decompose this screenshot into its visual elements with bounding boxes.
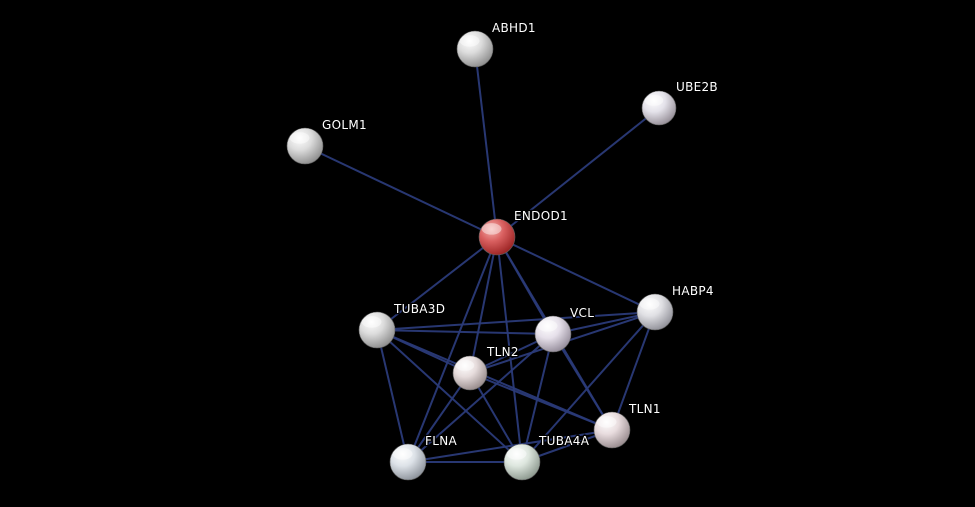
sphere-highlight <box>644 94 664 106</box>
node-sphere-TLN1[interactable] <box>593 411 631 449</box>
node-UBE2B[interactable]: UBE2B <box>641 79 719 126</box>
node-ENDOD1[interactable]: ENDOD1 <box>478 208 569 256</box>
edge-TLN1-FLNA[interactable] <box>407 429 613 463</box>
edges-layer <box>304 48 660 463</box>
edge-TUBA3D-VCL[interactable] <box>376 329 554 335</box>
node-label-HABP4: HABP4 <box>672 284 714 298</box>
edge-ENDOD1-TLN2[interactable] <box>469 236 498 374</box>
sphere-highlight <box>596 416 617 428</box>
edge-VCL-FLNA[interactable] <box>407 333 554 463</box>
node-label-FLNA: FLNA <box>425 434 457 448</box>
edge-TLN2-TLN1[interactable] <box>469 372 613 431</box>
node-label-ENDOD1: ENDOD1 <box>514 209 568 223</box>
node-GOLM1[interactable]: GOLM1 <box>286 117 368 165</box>
node-ABHD1[interactable]: ABHD1 <box>456 20 537 68</box>
node-label-TLN1: TLN1 <box>628 402 661 416</box>
node-sphere-HABP4[interactable] <box>636 293 674 331</box>
sphere-highlight <box>455 359 475 371</box>
node-sphere-TLN2[interactable] <box>452 355 488 391</box>
node-HABP4[interactable]: HABP4 <box>636 283 715 331</box>
node-sphere-TUBA3D[interactable] <box>358 311 396 349</box>
node-sphere-VCL[interactable] <box>534 315 572 353</box>
edge-TUBA3D-FLNA[interactable] <box>376 329 409 463</box>
edge-TUBA3D-TUBA4A[interactable] <box>376 329 523 463</box>
node-label-UBE2B: UBE2B <box>676 80 718 94</box>
sphere-highlight <box>459 35 480 47</box>
node-label-VCL: VCL <box>570 306 594 320</box>
node-label-TLN2: TLN2 <box>486 345 519 359</box>
node-FLNA[interactable]: FLNA <box>389 433 458 481</box>
edge-ENDOD1-UBE2B[interactable] <box>496 107 660 238</box>
node-sphere-GOLM1[interactable] <box>286 127 324 165</box>
node-sphere-ENDOD1[interactable] <box>478 218 516 256</box>
node-label-ABHD1: ABHD1 <box>492 21 536 35</box>
edge-ENDOD1-FLNA[interactable] <box>407 236 498 463</box>
edge-TUBA3D-HABP4[interactable] <box>376 311 656 331</box>
node-label-TUBA4A: TUBA4A <box>538 434 590 448</box>
edge-VCL-TUBA4A[interactable] <box>521 333 554 463</box>
edge-HABP4-TUBA4A[interactable] <box>521 311 656 463</box>
node-sphere-UBE2B[interactable] <box>641 90 677 126</box>
sphere-highlight <box>639 298 660 310</box>
node-TLN2[interactable]: TLN2 <box>452 344 520 391</box>
edge-ENDOD1-TUBA4A[interactable] <box>496 236 523 463</box>
sphere-highlight <box>537 320 558 332</box>
edge-TLN1-HABP4[interactable] <box>611 311 656 431</box>
edge-ENDOD1-ABHD1[interactable] <box>474 48 498 238</box>
sphere-highlight <box>481 223 502 235</box>
node-sphere-ABHD1[interactable] <box>456 30 494 68</box>
sphere-highlight <box>289 132 310 144</box>
edge-ENDOD1-TUBA3D[interactable] <box>376 236 498 331</box>
node-label-TUBA3D: TUBA3D <box>393 302 445 316</box>
edge-ENDOD1-HABP4[interactable] <box>496 236 656 313</box>
node-TLN1[interactable]: TLN1 <box>593 401 662 449</box>
edge-ENDOD1-GOLM1[interactable] <box>304 145 498 238</box>
sphere-highlight <box>361 316 382 328</box>
node-sphere-TUBA4A[interactable] <box>503 443 541 481</box>
node-VCL[interactable]: VCL <box>534 305 595 353</box>
node-TUBA4A[interactable]: TUBA4A <box>503 433 591 481</box>
edge-VCL-TLN1[interactable] <box>552 333 613 431</box>
node-label-GOLM1: GOLM1 <box>322 118 367 132</box>
sphere-highlight <box>392 448 413 460</box>
sphere-highlight <box>506 448 527 460</box>
node-TUBA3D[interactable]: TUBA3D <box>358 301 446 349</box>
node-sphere-FLNA[interactable] <box>389 443 427 481</box>
